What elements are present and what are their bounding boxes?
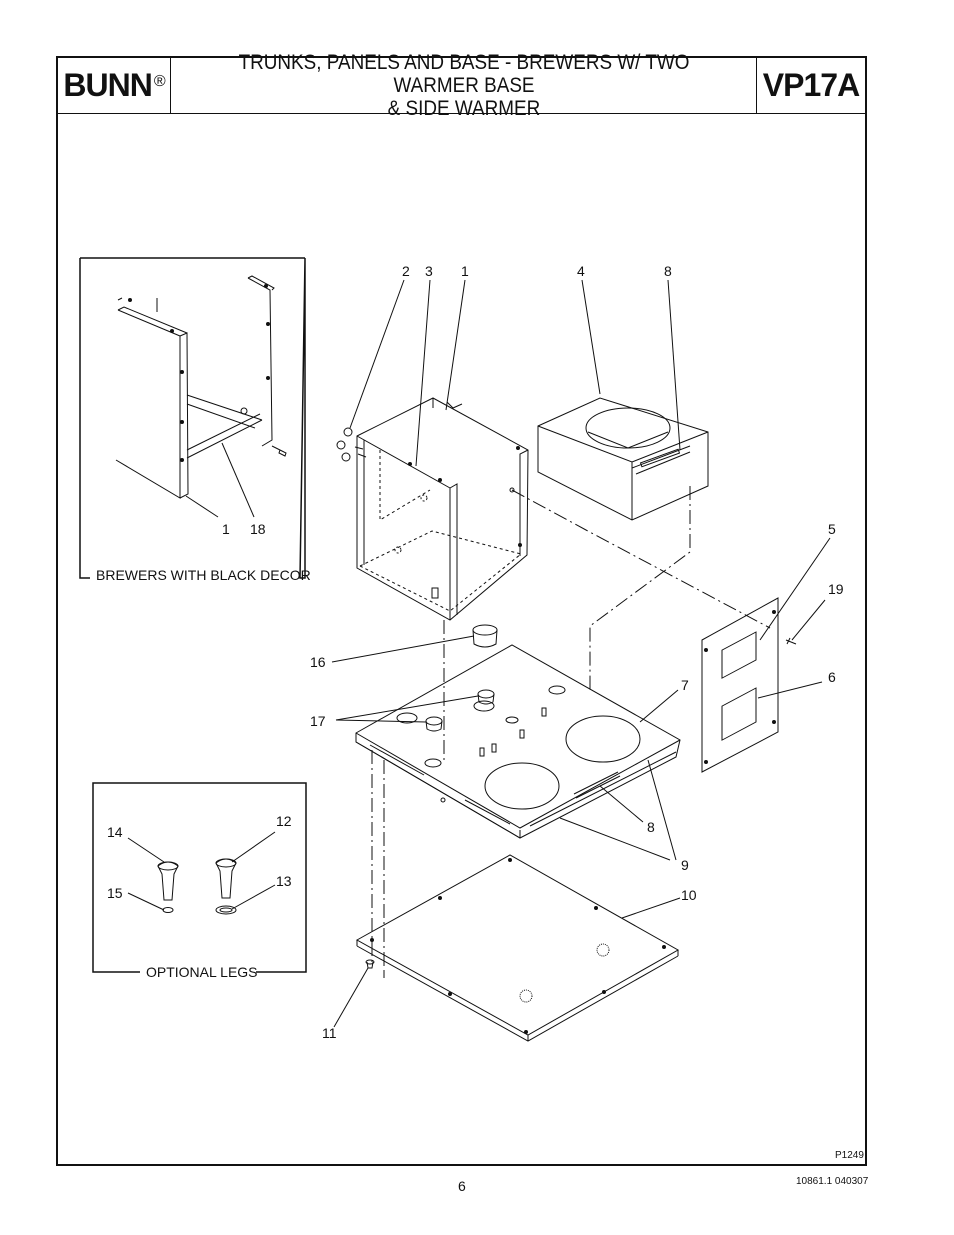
assembly-alignment-lines: [371, 486, 771, 972]
registered-mark: ®: [153, 72, 166, 90]
callout-leaders: [331, 279, 831, 1028]
callout-17: 17: [310, 713, 326, 729]
callout-5: 5: [828, 521, 836, 537]
page-title: TRUNKS, PANELS AND BASE - BREWERS W/ TWO…: [199, 51, 728, 120]
callout-1b: 1: [222, 521, 230, 537]
callout-10: 10: [681, 887, 697, 903]
callout-1: 1: [461, 263, 469, 279]
black-decor-inset: [79, 257, 306, 579]
callout-9: 9: [681, 857, 689, 873]
trunk-assembly: [336, 397, 529, 621]
side-warmer-hood: [509, 397, 709, 521]
callout-7: 7: [681, 677, 689, 693]
callout-2: 2: [402, 263, 410, 279]
brand-logo: BUNN®: [58, 58, 171, 113]
callout-11: 11: [322, 1025, 337, 1041]
optional-legs-caption: OPTIONAL LEGS: [146, 964, 258, 980]
callout-8: 8: [664, 263, 672, 279]
header-bar: BUNN® TRUNKS, PANELS AND BASE - BREWERS …: [58, 51, 865, 120]
callout-12: 12: [276, 813, 292, 829]
page-number: 6: [458, 1178, 466, 1194]
bottom-plate: [355, 854, 680, 1042]
black-decor-caption: BREWERS WITH BLACK DECOR: [96, 567, 311, 583]
callout-16: 16: [310, 654, 326, 670]
callout-15: 15: [107, 885, 123, 901]
callout-18: 18: [250, 521, 266, 537]
doc-number: 10861.1 040307: [796, 1176, 869, 1187]
callout-8b: 8: [647, 819, 655, 835]
callout-4: 4: [577, 263, 585, 279]
callout-19: 19: [828, 581, 844, 597]
callout-labels: 2 3 1 4 8 5 19 6 16 17 7 8 9 10 11 1 18 …: [96, 263, 844, 1041]
page-frame: BUNN® TRUNKS, PANELS AND BASE - BREWERS …: [56, 51, 867, 1166]
optional-legs-inset: [92, 782, 307, 973]
side-panel: [701, 597, 797, 773]
title-line-1: TRUNKS, PANELS AND BASE - BREWERS W/ TWO…: [238, 51, 690, 97]
callout-14: 14: [107, 824, 123, 840]
brand-name: BUNN: [63, 67, 152, 103]
page-code: VP17A: [756, 58, 865, 113]
title-line-2: & SIDE WARMER: [387, 97, 541, 120]
callout-3: 3: [425, 263, 433, 279]
callout-13: 13: [276, 873, 292, 889]
figure-id: P1249: [835, 1150, 864, 1161]
warmer-base: [355, 624, 681, 839]
callout-6: 6: [828, 669, 836, 685]
